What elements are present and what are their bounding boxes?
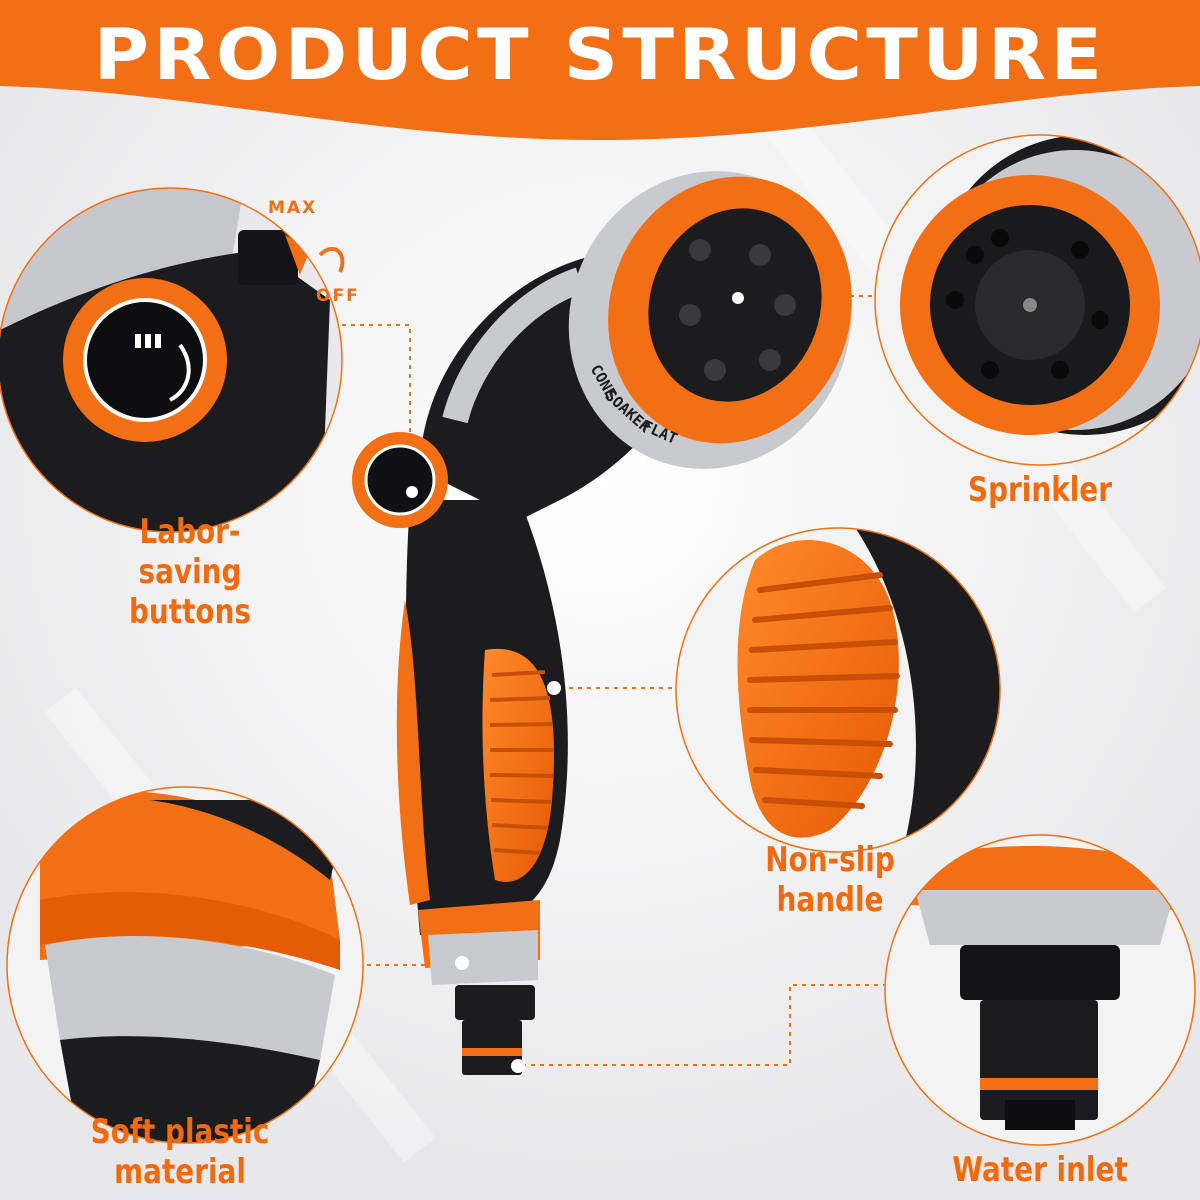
callout-labor-saving-buttons: Labor-saving buttons: [92, 512, 289, 632]
callout-non-slip-handle: Non-slip handle: [732, 840, 929, 920]
callout-line: Labor-saving: [138, 512, 242, 592]
page-title: PRODUCT STRUCTURE: [93, 14, 1107, 96]
header-banner: [0, 0, 1200, 140]
callout-line: handle: [776, 880, 884, 920]
callout-line: Non-slip: [765, 840, 895, 880]
callout-line: Sprinkler: [968, 470, 1112, 510]
callout-line: buttons: [128, 592, 252, 632]
dial-off-marking: OFF: [316, 286, 360, 306]
detail-circle-material: [6, 786, 364, 1144]
dial-max-marking: MAX: [268, 198, 318, 218]
callout-line: Water inlet: [952, 1150, 1128, 1190]
detail-circle-handle: [675, 527, 1001, 853]
detail-circle-sprinkler: [874, 134, 1200, 466]
callout-water-inlet: Water inlet: [942, 1150, 1139, 1190]
detail-circle-dial: [0, 187, 343, 533]
callout-sprinkler: Sprinkler: [946, 470, 1135, 510]
detail-circle-inlet: [884, 834, 1196, 1146]
hose-nozzle: [352, 171, 852, 1075]
callout-line: Soft plastic: [90, 1112, 270, 1152]
callout-line: material: [114, 1152, 246, 1192]
callout-soft-plastic-material: Soft plastic material: [65, 1112, 295, 1192]
